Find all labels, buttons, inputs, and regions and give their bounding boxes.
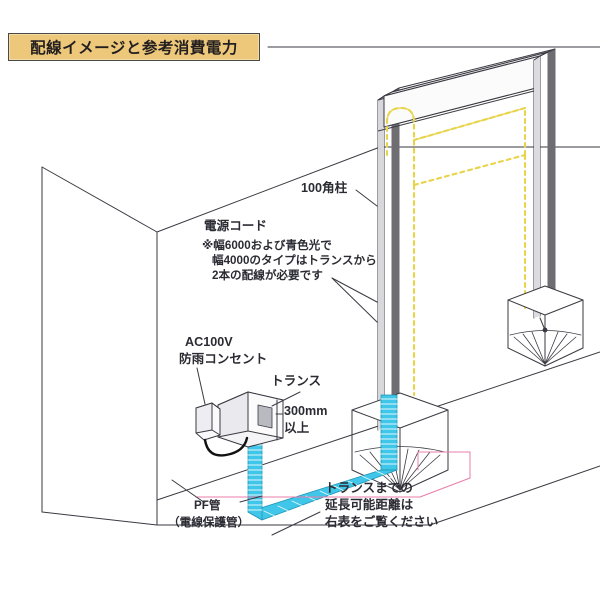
dimension-marks [195,451,471,498]
led-wire [385,106,527,397]
right-post [533,48,556,319]
power-cord-note-1: ※幅6000および青色光で [202,239,332,252]
section-title-text: 配線イメージと参考消費電力 [30,40,238,57]
ac-outlet [195,402,221,441]
room-walls [41,146,600,526]
clearance-label-line-2: 以上 [284,421,310,435]
distance-note-line-2: 延長可能距離は [325,498,414,512]
power-cord-note-3: 2本の配線が必要です [212,269,323,282]
left-post [377,87,400,431]
outlet-label-line-1: AC100V [185,335,233,349]
clearance-label-line-1: 300mm [284,404,328,418]
section-title-banner: 配線イメージと参考消費電力 [8,33,260,61]
leader-lines [171,189,378,536]
transformer-box [217,391,284,448]
transformer-label: トランス [271,374,322,388]
top-beam [377,48,556,132]
power-cord-note-2: 幅4000のタイプはトランスから [212,254,377,267]
pf-pipe-label-line-2: （電線保護管） [168,516,250,529]
distance-note-line-1: トランスまでの [325,481,413,495]
power-cord-line [203,436,249,457]
power-cord-label: 電源コード [204,219,267,233]
pf-pipe-label-line-1: PF管 [194,499,221,512]
post-label: 100角柱 [301,181,348,195]
distance-note-line-3: 右表をご覧ください [325,515,439,529]
outlet-label-line-2: 防雨コンセント [179,352,268,366]
right-post-footing [507,285,584,367]
led-wire-solid [386,107,526,141]
